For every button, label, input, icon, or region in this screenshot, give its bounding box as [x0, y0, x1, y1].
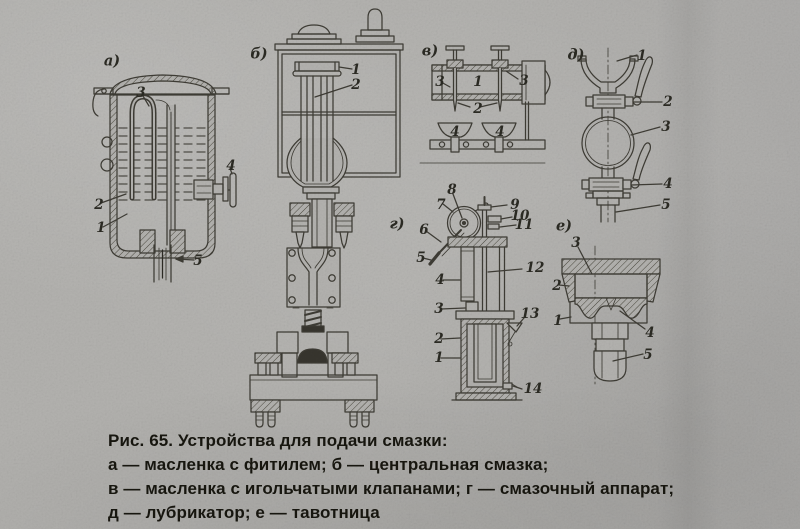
lower-valve-handle: [632, 142, 652, 181]
caption-line-4: д — лубрикатор; е — тавотница: [108, 503, 380, 522]
part-leaders: [440, 70, 519, 108]
oil-vessel: [455, 310, 515, 394]
filler-caps: [286, 8, 395, 45]
distribution-manifold: [292, 61, 342, 77]
panel-b-central-lubricator: [249, 8, 404, 428]
figure-caption: Рис. 65. Устройства для подачи смазки: а…: [108, 429, 728, 525]
panel-g-lubricating-apparatus: [422, 193, 525, 401]
junction-plate: [286, 247, 341, 308]
panel-d-lubricator: [577, 47, 663, 223]
lower-valve: [581, 142, 652, 192]
distributor-fittings: [289, 186, 355, 249]
pump-cylinder: [447, 236, 508, 314]
base: [451, 392, 523, 401]
nipple: [593, 338, 627, 382]
lid-dome: [93, 74, 230, 95]
collector-bulb: [286, 137, 348, 188]
panel-a-wick-oiler: [92, 74, 237, 283]
feed-pipe: [419, 101, 546, 164]
upper-valve-handle: [634, 56, 654, 98]
wick-tube: [129, 94, 157, 201]
grease-chamber: [574, 297, 648, 319]
bearing-pedestal: [249, 331, 378, 401]
caption-line-3: в — масленка с игольчатыми клапанами; г …: [108, 479, 675, 498]
caption-line-1: Рис. 65. Устройства для подачи смазки:: [108, 431, 448, 450]
feed-screw: [292, 307, 334, 333]
panel-e-grease-cup: [558, 245, 661, 385]
pump-rod: [477, 196, 502, 314]
outlet-tube: [155, 99, 176, 246]
panel-v-needle-valve-oiler: [419, 45, 551, 164]
cap: [561, 258, 661, 303]
needle-valves: [445, 45, 510, 112]
foundation-bolts: [250, 352, 375, 428]
hex-nut: [591, 322, 629, 340]
drip-funnels: [429, 122, 546, 153]
upper-valve: [585, 56, 654, 109]
caption-line-2: а — масленка с фитилем; б — центральная …: [108, 455, 549, 474]
